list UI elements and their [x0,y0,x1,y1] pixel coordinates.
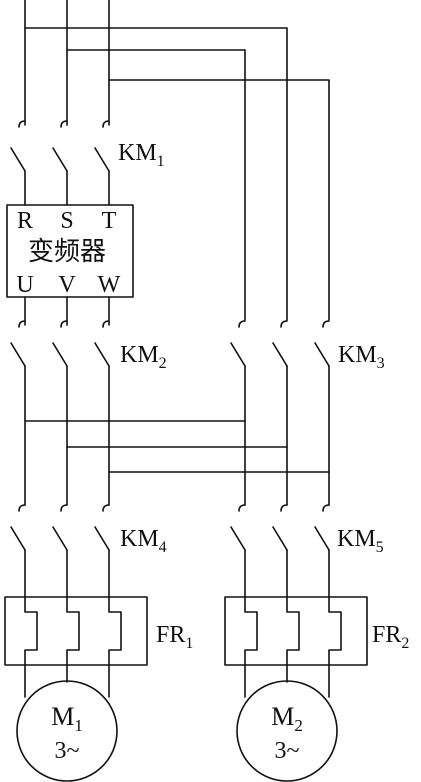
inverter-output-w: W [98,272,121,298]
inverter-output-v: V [58,272,76,298]
inverter-input-t: T [102,208,117,234]
contactor-km4: KM4 [10,504,167,598]
inverter-input-s: S [60,208,73,234]
inverter-title: 变频器 [28,237,106,266]
cross-bus [24,365,330,506]
km4-label: KM4 [120,526,167,556]
contactor-km2: KM2 [10,320,167,372]
m1-phase: 3~ [55,738,80,764]
m1-label: M1 [51,702,83,735]
motor-m2: M2 3~ [236,664,338,782]
m2-phase: 3~ [275,738,300,764]
inverter-input-r: R [17,208,33,234]
km1-label: KM1 [118,140,165,170]
inverter-output-u: U [16,272,33,298]
fr1-label: FR1 [156,622,193,652]
motor-m1: M1 3~ [16,664,118,782]
supply-bus [24,0,330,321]
m2-label: M2 [271,702,303,735]
inverter-box [6,204,134,298]
contactor-km5: KM5 [230,504,384,598]
contactor-km1: KM1 [10,120,165,206]
contactor-km3: KM3 [230,320,385,372]
fr2-label: FR2 [372,622,409,652]
thermal-relay-fr2: FR2 [224,596,409,666]
km5-label: KM5 [337,526,384,556]
km2-label: KM2 [120,342,167,372]
km3-label: KM3 [338,342,385,372]
thermal-relay-fr1: FR1 [4,596,193,666]
inverter: R S T 变频器 U V W [6,204,134,298]
